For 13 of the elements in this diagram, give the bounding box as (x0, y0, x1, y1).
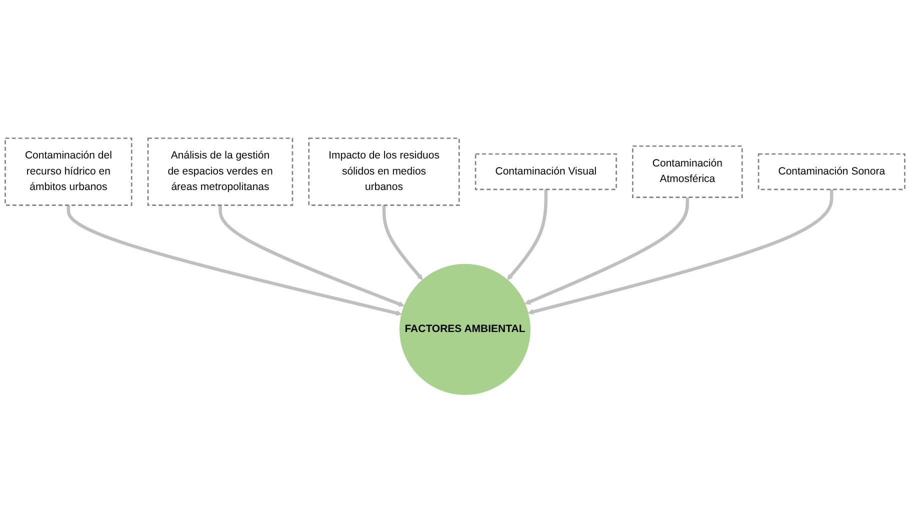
node-box: Contaminación Visual (474, 152, 617, 190)
node-box: Análisis de la gestión de espacios verdes en áreas metropolitanas (147, 137, 294, 206)
node-box: Contaminación Atmosférica (632, 145, 743, 198)
node-box: Contaminación Sonora (758, 152, 906, 190)
node-box: Contaminación del recurso hídrico en ámbitos urbanos (4, 137, 132, 206)
arrow (524, 196, 690, 304)
node-circle: FACTORES AMBIENTAL (399, 263, 530, 395)
arrow (507, 188, 548, 280)
arrow (382, 204, 423, 280)
arrow (66, 204, 402, 316)
arrow (528, 188, 834, 314)
arrow (218, 204, 404, 306)
node-box: Impacto de los residuos sólidos en medios urbanos (308, 137, 460, 206)
